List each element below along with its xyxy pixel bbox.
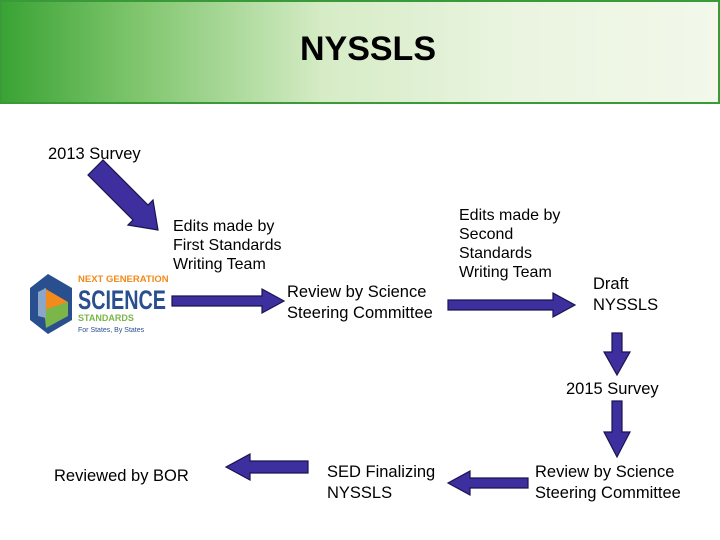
node-reviewed-by-bor: Reviewed by BOR	[54, 467, 189, 485]
title-banner	[0, 0, 720, 104]
arrow-review2-to-sed	[446, 469, 529, 497]
arrow-survey2015-to-review2	[603, 400, 631, 459]
logo-line1: NEXT GENERATION	[78, 274, 169, 285]
node-draft-nyssls: Draft NYSSLS	[593, 275, 659, 314]
slide-title: NYSSLS	[299, 30, 437, 68]
arrow-sed-to-bor	[224, 452, 309, 482]
logo-grey-wedge	[38, 288, 46, 318]
node-edits-second-team: Edits made by Second Standards Writing T…	[459, 207, 561, 281]
node-2015-survey: 2015 Survey	[566, 380, 659, 398]
logo-line4: For States, By States	[78, 327, 145, 334]
logo-green-wedge	[44, 302, 68, 328]
node-review-steering-1: Review by Science Steering Committee	[287, 283, 433, 322]
ngss-logo: NEXT GENERATION SCIENCE STANDARDS For St…	[30, 274, 169, 334]
node-review-steering-2: Review by Science Steering Committee	[535, 463, 681, 502]
arrow-draft-to-survey2015	[602, 332, 632, 377]
logo-line3: STANDARDS	[78, 313, 134, 323]
node-2013-survey: 2013 Survey	[48, 145, 141, 163]
node-edits-first-team: Edits made by First Standards Writing Te…	[173, 218, 282, 273]
arrow-review-to-edits2	[447, 291, 577, 319]
arrow-edits1-to-review	[171, 287, 286, 315]
logo-line2: SCIENCE	[78, 285, 166, 315]
arrow-survey-to-edits	[87, 159, 159, 231]
node-sed-finalizing: SED Finalizing NYSSLS	[327, 463, 436, 502]
